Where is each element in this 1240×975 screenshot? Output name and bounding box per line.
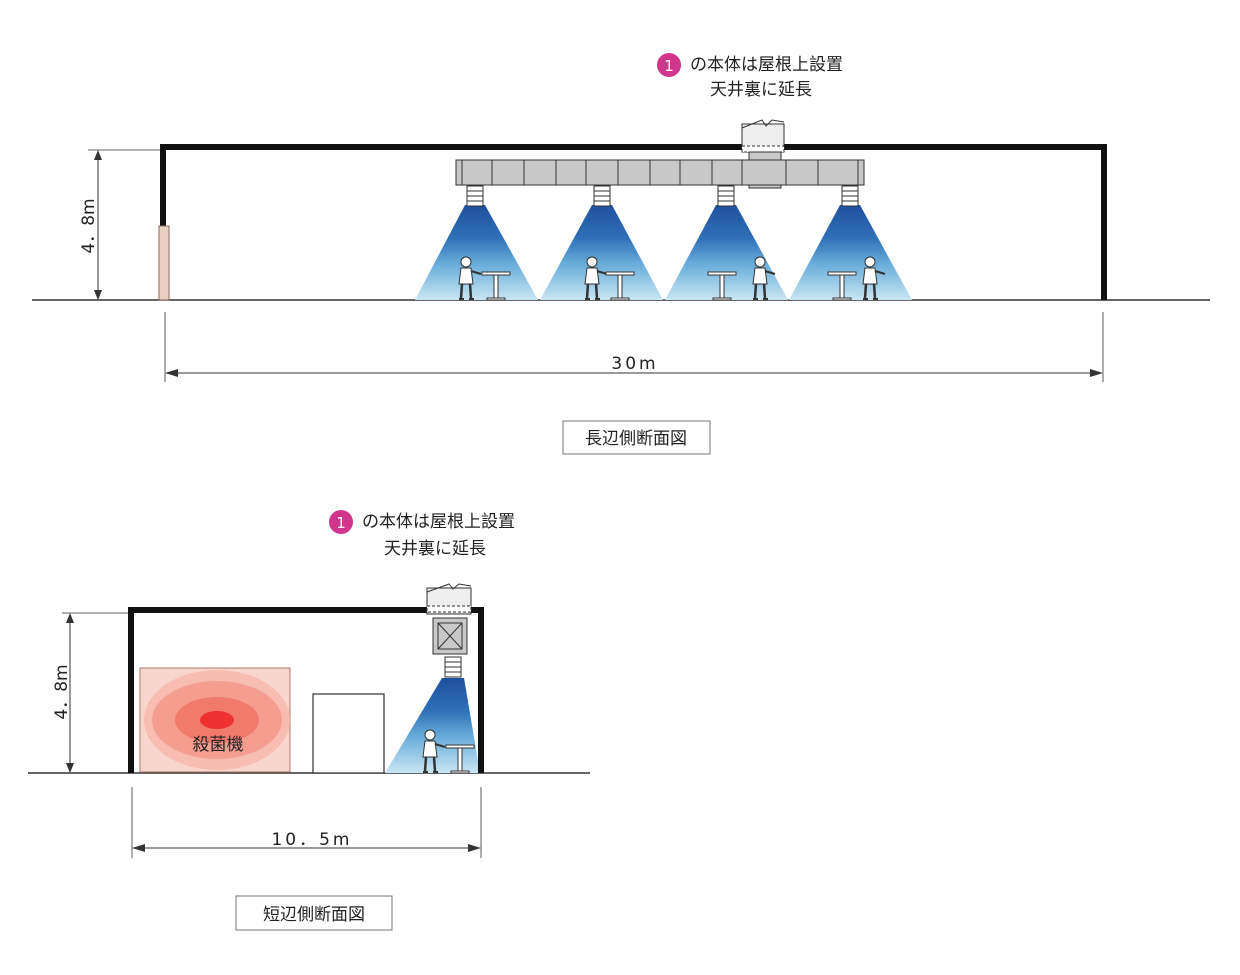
note-line-2: 天井裏に延長 [710,79,812,100]
long-section: 1 の本体は屋根上設置 天井裏に延長 [32,53,1210,455]
note-line-1: の本体は屋根上設置 [362,512,515,532]
sterilizer-label: 殺菌機 [193,735,244,755]
short-height-dimension: 4．8m [52,612,128,773]
short-section: 1 の本体は屋根上設置 天井裏に延長 殺菌機 [28,510,590,931]
air-cone-2 [540,205,663,300]
note-line-2: 天井裏に延長 [384,538,486,559]
short-caption: 短辺側断面図 [235,895,393,931]
short-rooftop-unit [426,583,472,655]
sterilizer-zone: 殺菌機 [139,667,291,773]
long-caption: 長辺側断面図 [562,420,711,455]
short-width-dimension: 10．5m [131,787,482,858]
note-badge-number: 1 [336,514,346,532]
short-note: 1 の本体は屋根上設置 天井裏に延長 [329,510,515,559]
air-cone-4 [789,205,912,300]
long-fan-outlets [466,185,859,207]
short-fan-outlet [444,656,462,678]
note-badge [329,510,353,534]
long-duct [455,159,865,186]
note-badge [657,53,681,77]
long-air-cones [415,205,912,300]
air-cone-3 [665,205,788,300]
long-caption-text: 長辺側断面図 [585,429,687,449]
long-height-dimension: 4．8m [79,149,160,300]
note-line-1: の本体は屋根上設置 [690,55,843,75]
long-note: 1 の本体は屋根上設置 天井裏に延長 [657,53,843,100]
air-cone-1 [415,205,538,300]
interior-partition [312,693,385,774]
short-building-frame [128,607,484,773]
long-width-label: 30m [611,354,658,374]
short-height-label: 4．8m [52,664,72,719]
long-height-label: 4．8m [79,198,99,253]
long-left-column [158,225,170,301]
short-width-label: 10．5m [271,830,352,850]
long-building-frame [160,144,1107,300]
short-air-cone [385,678,480,773]
note-badge-number: 1 [664,57,674,75]
short-caption-text: 短辺側断面図 [263,905,365,925]
long-width-dimension: 30m [164,312,1104,382]
